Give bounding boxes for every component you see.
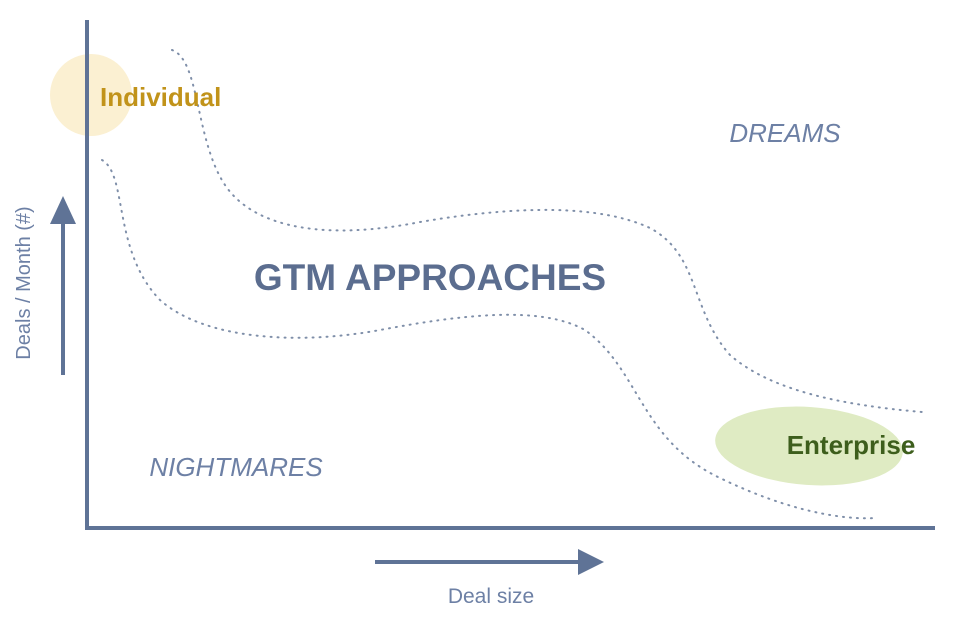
dreams-zone-label: DREAMS	[729, 118, 841, 148]
band-upper-boundary	[171, 49, 923, 413]
band-lower-boundary	[101, 159, 876, 520]
x-axis-label: Deal size	[448, 585, 534, 608]
nightmares-zone-label: NIGHTMARES	[149, 452, 323, 482]
diagram-title: GTM APPROACHES	[254, 257, 606, 298]
enterprise-highlight	[715, 406, 903, 486]
y-axis-label: Deals / Month (#)	[13, 206, 35, 359]
x-direction-arrow	[375, 549, 604, 575]
y-direction-arrow	[50, 196, 76, 375]
individual-label: Individual	[100, 82, 221, 112]
individual-highlight	[50, 54, 132, 136]
enterprise-label: Enterprise	[787, 430, 916, 460]
